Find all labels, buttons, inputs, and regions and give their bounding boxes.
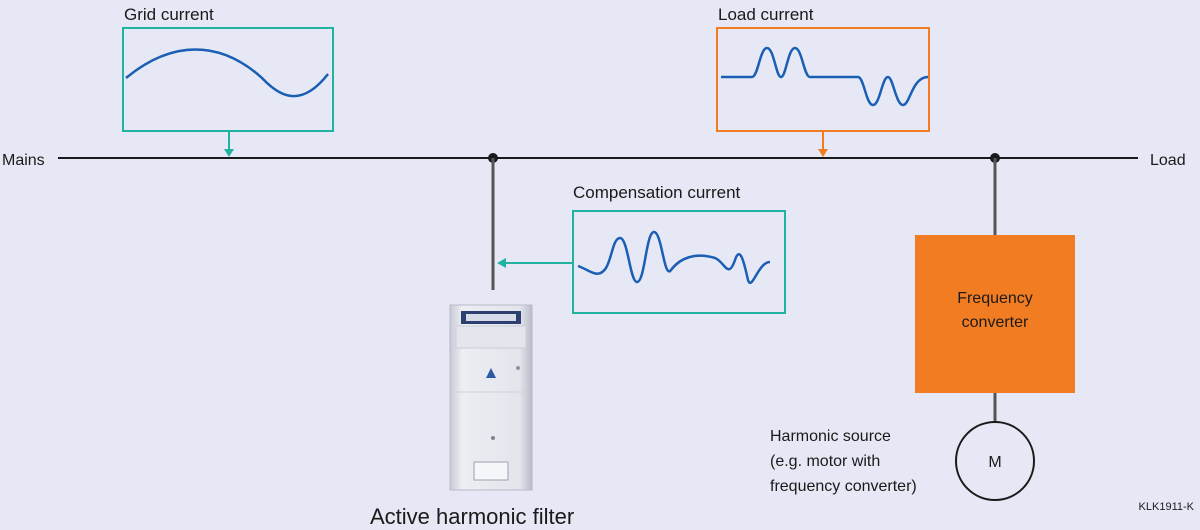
- grid-current-waveform: [125, 48, 329, 98]
- filter-name-label: Active harmonic filter: [370, 504, 574, 529]
- compensation-current-waveform: [577, 230, 771, 284]
- cabinet-display-lcd: [466, 314, 516, 321]
- cabinet-top-panel: [455, 325, 527, 349]
- load-current-title: Load current: [718, 5, 814, 24]
- cabinet-nameplate: [473, 461, 509, 481]
- load-current-waveform: [721, 46, 929, 107]
- compensation-current-title: Compensation current: [573, 183, 741, 202]
- converter-label-line2: converter: [962, 314, 1029, 331]
- compensation-current-arrowhead: [497, 258, 506, 268]
- motor-icon: [955, 421, 1035, 501]
- active-harmonic-filter-cabinet: [449, 304, 533, 491]
- load-current-arrowhead: [818, 149, 828, 157]
- converter-label-line1: Frequency: [957, 290, 1033, 307]
- cabinet-status-led: [516, 366, 520, 370]
- grid-current-box: [122, 27, 334, 132]
- cabinet-logo-icon: [486, 368, 496, 378]
- frequency-converter-box: [915, 235, 1075, 393]
- motor-label: M: [988, 454, 1001, 471]
- load-label: Load: [1150, 152, 1186, 169]
- load-current-box: [716, 27, 930, 132]
- harmonic-source-line3: frequency converter): [770, 478, 917, 495]
- cabinet-indicator-icon: [491, 436, 495, 440]
- figure-code: KLK1911-K: [1139, 501, 1195, 513]
- grid-current-arrowhead: [224, 149, 234, 157]
- mains-label: Mains: [2, 152, 45, 169]
- harmonic-source-line2: (e.g. motor with: [770, 453, 880, 470]
- grid-current-title: Grid current: [124, 5, 214, 24]
- harmonic-source-line1: Harmonic source: [770, 428, 891, 445]
